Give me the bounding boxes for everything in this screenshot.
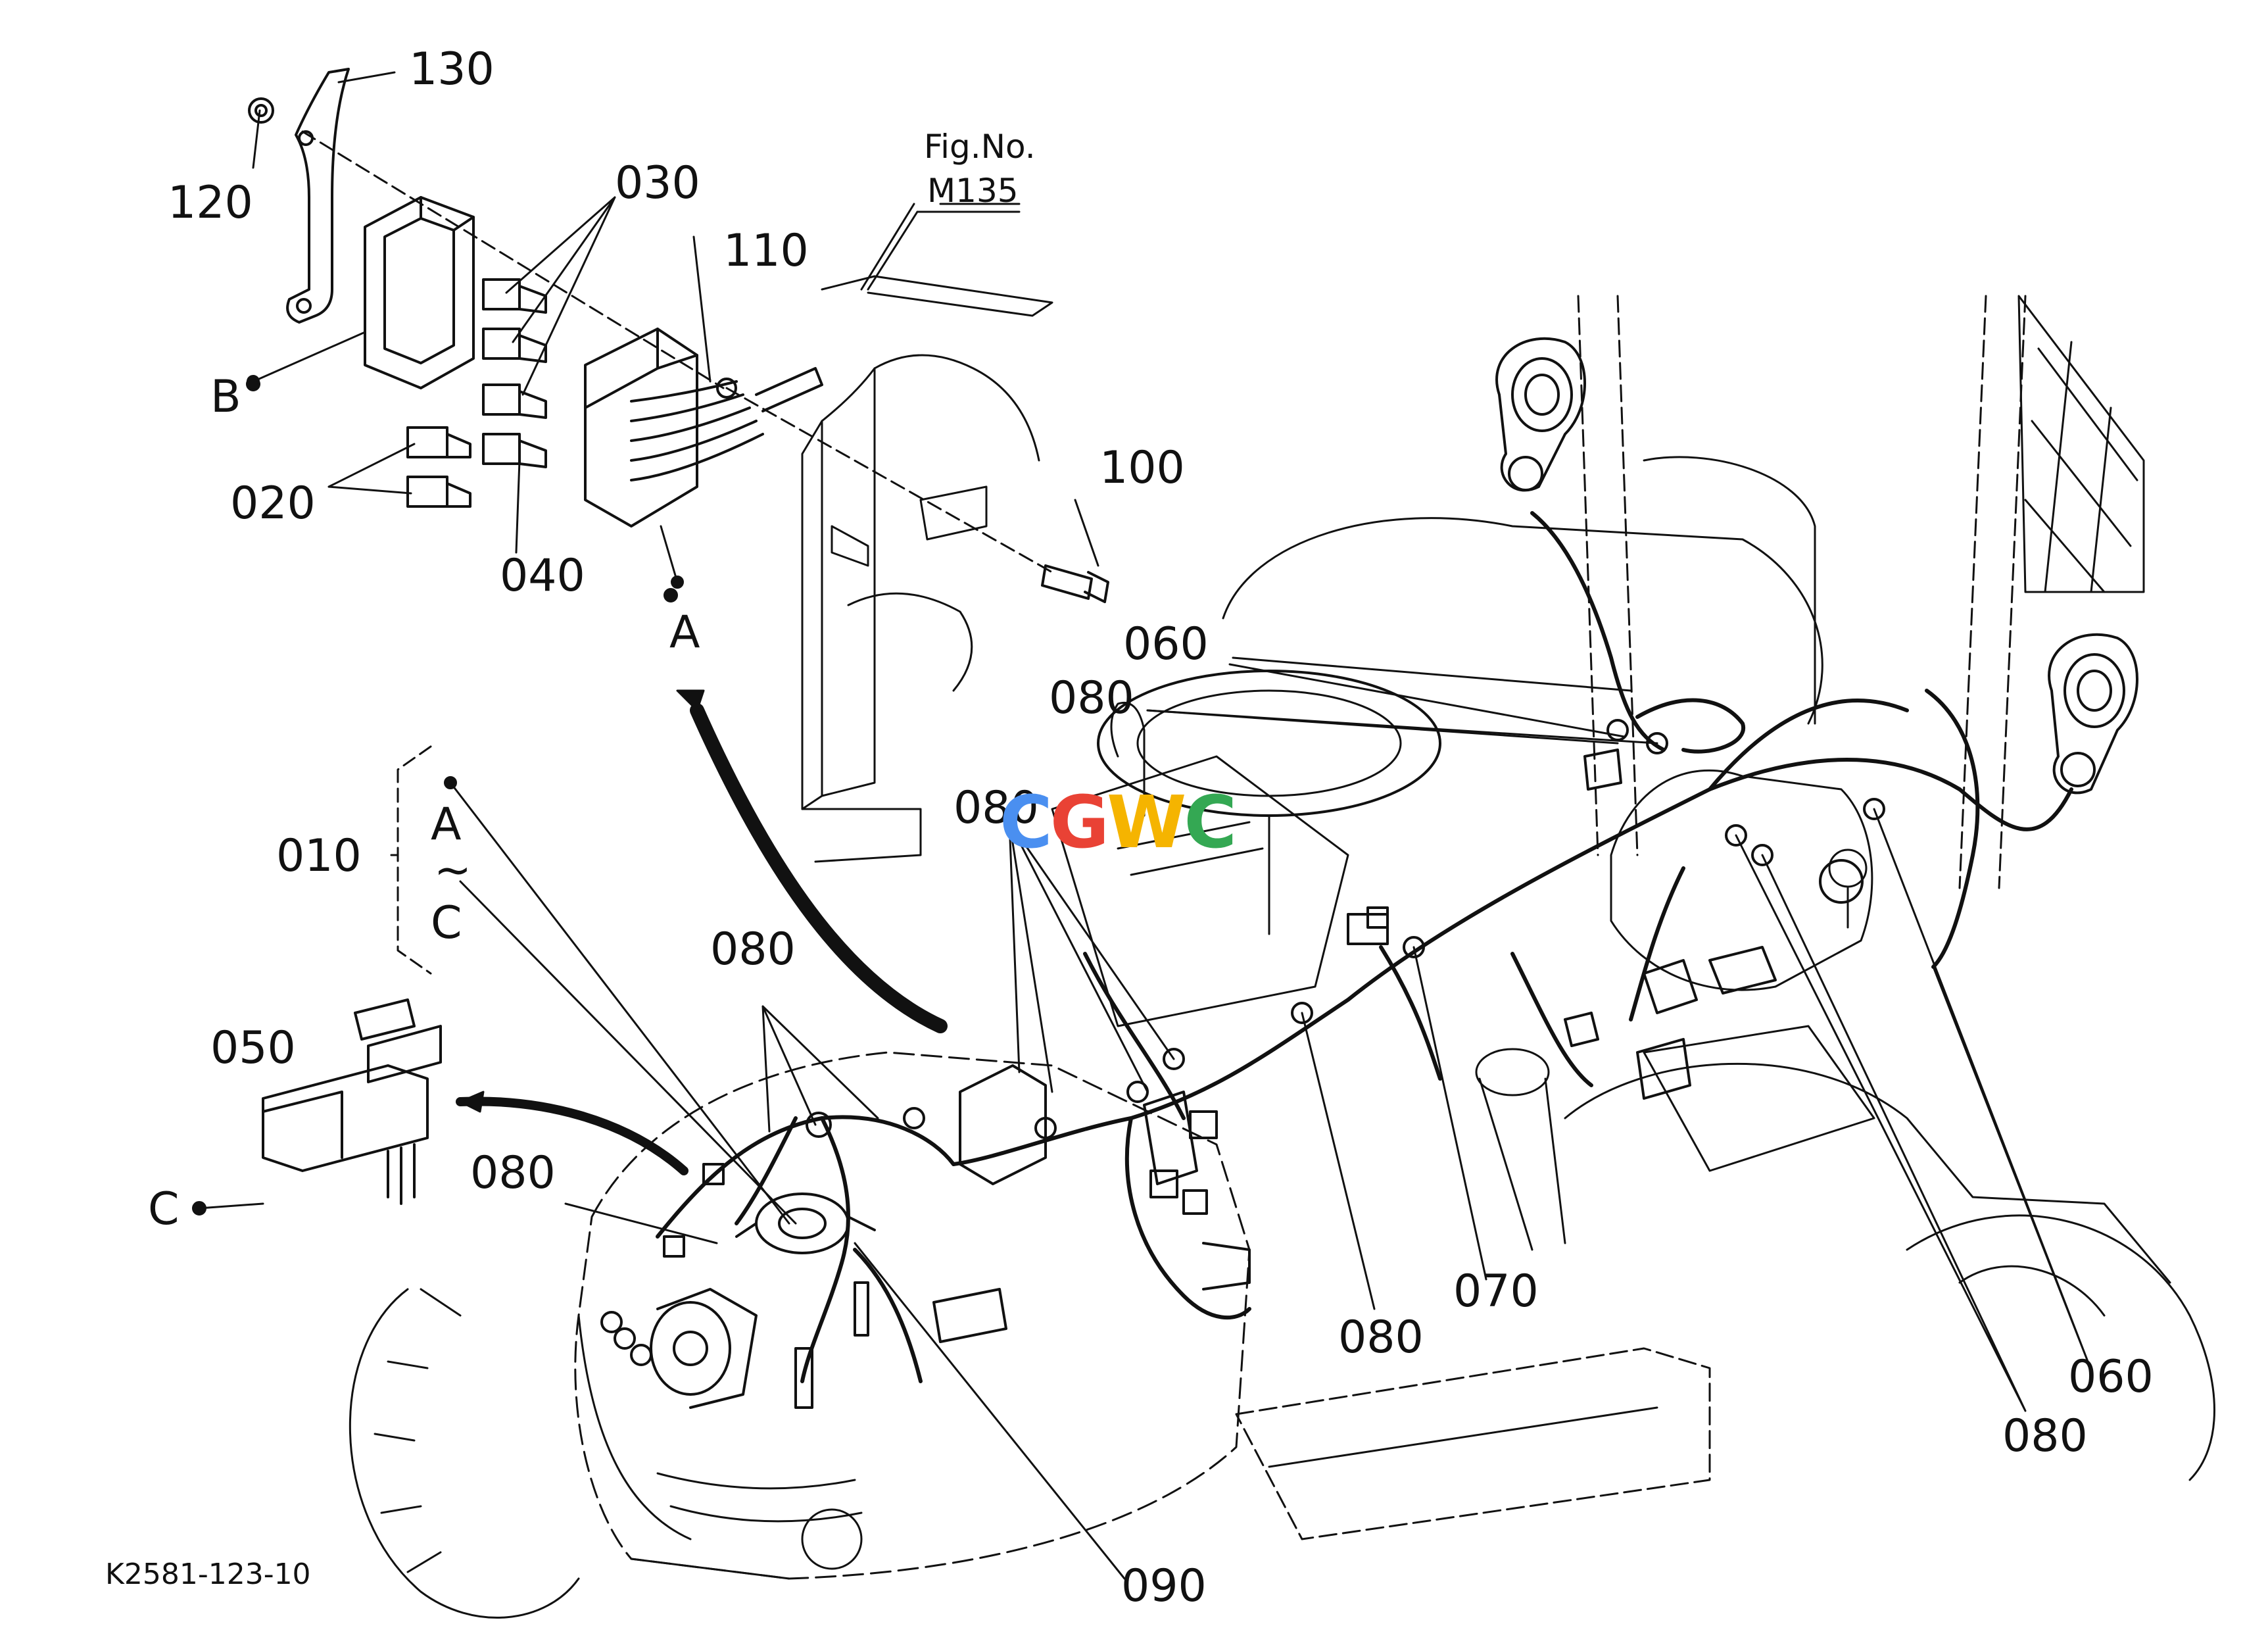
fuse-set [406, 278, 547, 508]
callout-130: 130 [409, 43, 495, 95]
watermark-letter-3: W [1107, 780, 1186, 864]
callout-010: 010 [276, 830, 362, 882]
tractor-body [349, 295, 2215, 1619]
callout-080-front: 080 [470, 1147, 556, 1199]
watermark: CGWC [1000, 780, 1237, 864]
drawing-code: K2581-123-10 [105, 1558, 311, 1591]
callout-120: 120 [168, 177, 253, 229]
fig-ref-line2: M135 [927, 172, 1019, 210]
fuse-holder-c [262, 998, 442, 1205]
washer-110 [716, 378, 737, 399]
arrow-to-a [676, 689, 948, 1033]
callout-070: 070 [1453, 1266, 1539, 1317]
group-bracket-010 [397, 745, 432, 975]
callout-110: 110 [723, 225, 809, 277]
callout-060-lower: 060 [2068, 1351, 2154, 1403]
right-work-light [2048, 633, 2138, 795]
callout-040: 040 [500, 550, 585, 602]
callout-080-dash: 080 [953, 782, 1039, 834]
main-wiring-harness [656, 511, 2073, 1383]
dash-frame-m135 [801, 275, 1053, 863]
callout-090: 090 [1121, 1560, 1207, 1612]
connector-a [584, 328, 823, 528]
bracket-130 [286, 68, 350, 324]
watermark-letter-4: C [1184, 780, 1237, 864]
callout-050: 050 [210, 1022, 296, 1074]
callout-020: 020 [230, 478, 316, 529]
ref-b: B [210, 371, 241, 423]
ref-a: A [669, 606, 700, 658]
ref-c: C [148, 1183, 180, 1235]
left-work-light [1495, 337, 1586, 492]
fig-ref-line1: Fig.No. [924, 128, 1036, 166]
fuse-box-housing [364, 196, 475, 389]
callout-080-engine: 080 [710, 923, 796, 975]
nut-120 [248, 97, 274, 124]
arrow-to-c [456, 1091, 688, 1175]
range-sep: ~ [434, 845, 471, 897]
watermark-letter-1: C [1000, 780, 1053, 864]
bolt-100 [1041, 564, 1109, 603]
callout-100: 100 [1099, 442, 1185, 494]
range-bottom: C [431, 897, 462, 949]
callout-080-upper: 080 [1049, 672, 1134, 724]
watermark-letter-2: G [1050, 780, 1109, 864]
callout-030: 030 [615, 157, 700, 209]
callout-080-floor: 080 [1338, 1312, 1424, 1364]
range-top: A [431, 799, 462, 850]
callout-080-rear: 080 [2002, 1410, 2088, 1462]
callout-060-upper: 060 [1123, 618, 1209, 670]
